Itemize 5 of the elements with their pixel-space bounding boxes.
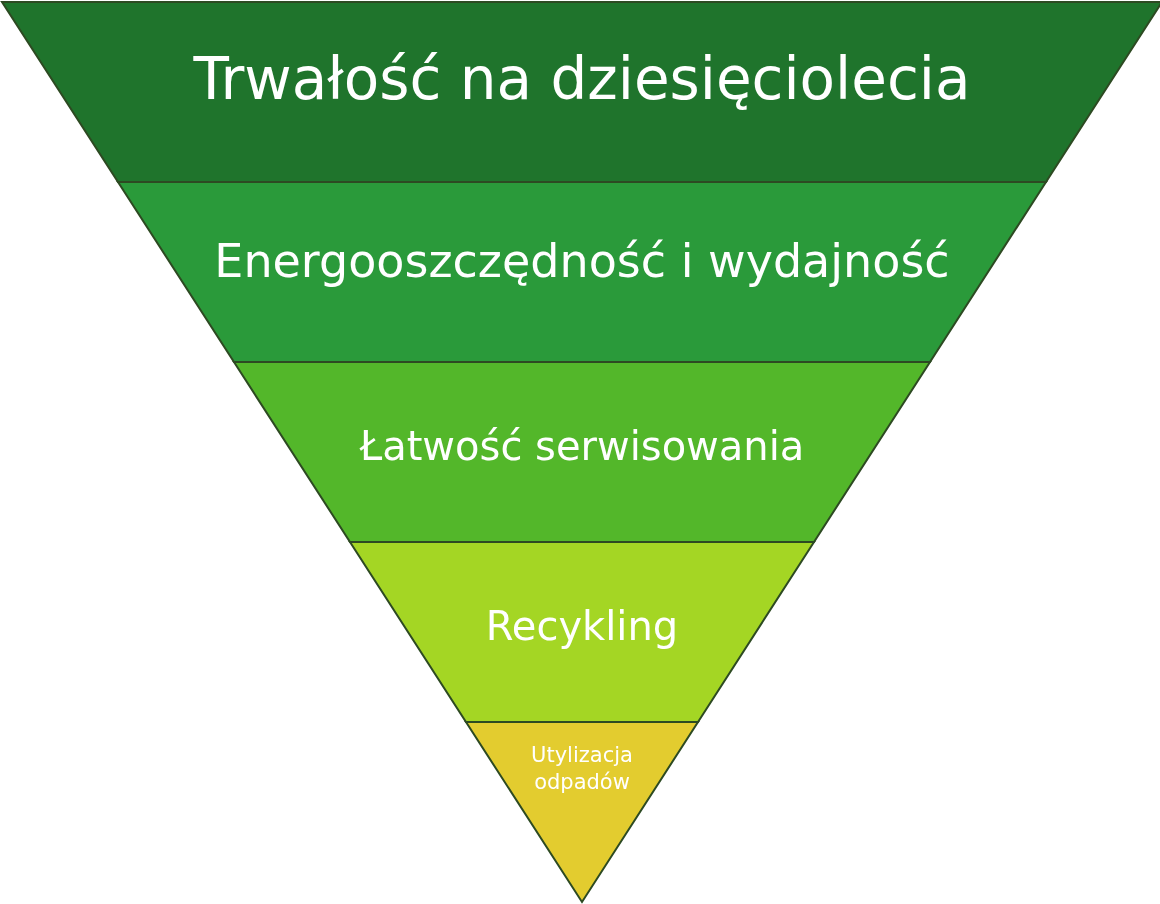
tier-label: Recykling <box>485 602 679 651</box>
tier-label: Trwałość na dziesięciolecia <box>193 44 971 115</box>
tier-label: Łatwość serwisowania <box>359 422 805 471</box>
tier-label: Utylizacja odpadów <box>530 742 634 797</box>
tier-label: Energooszczędność i wydajność <box>214 233 950 290</box>
